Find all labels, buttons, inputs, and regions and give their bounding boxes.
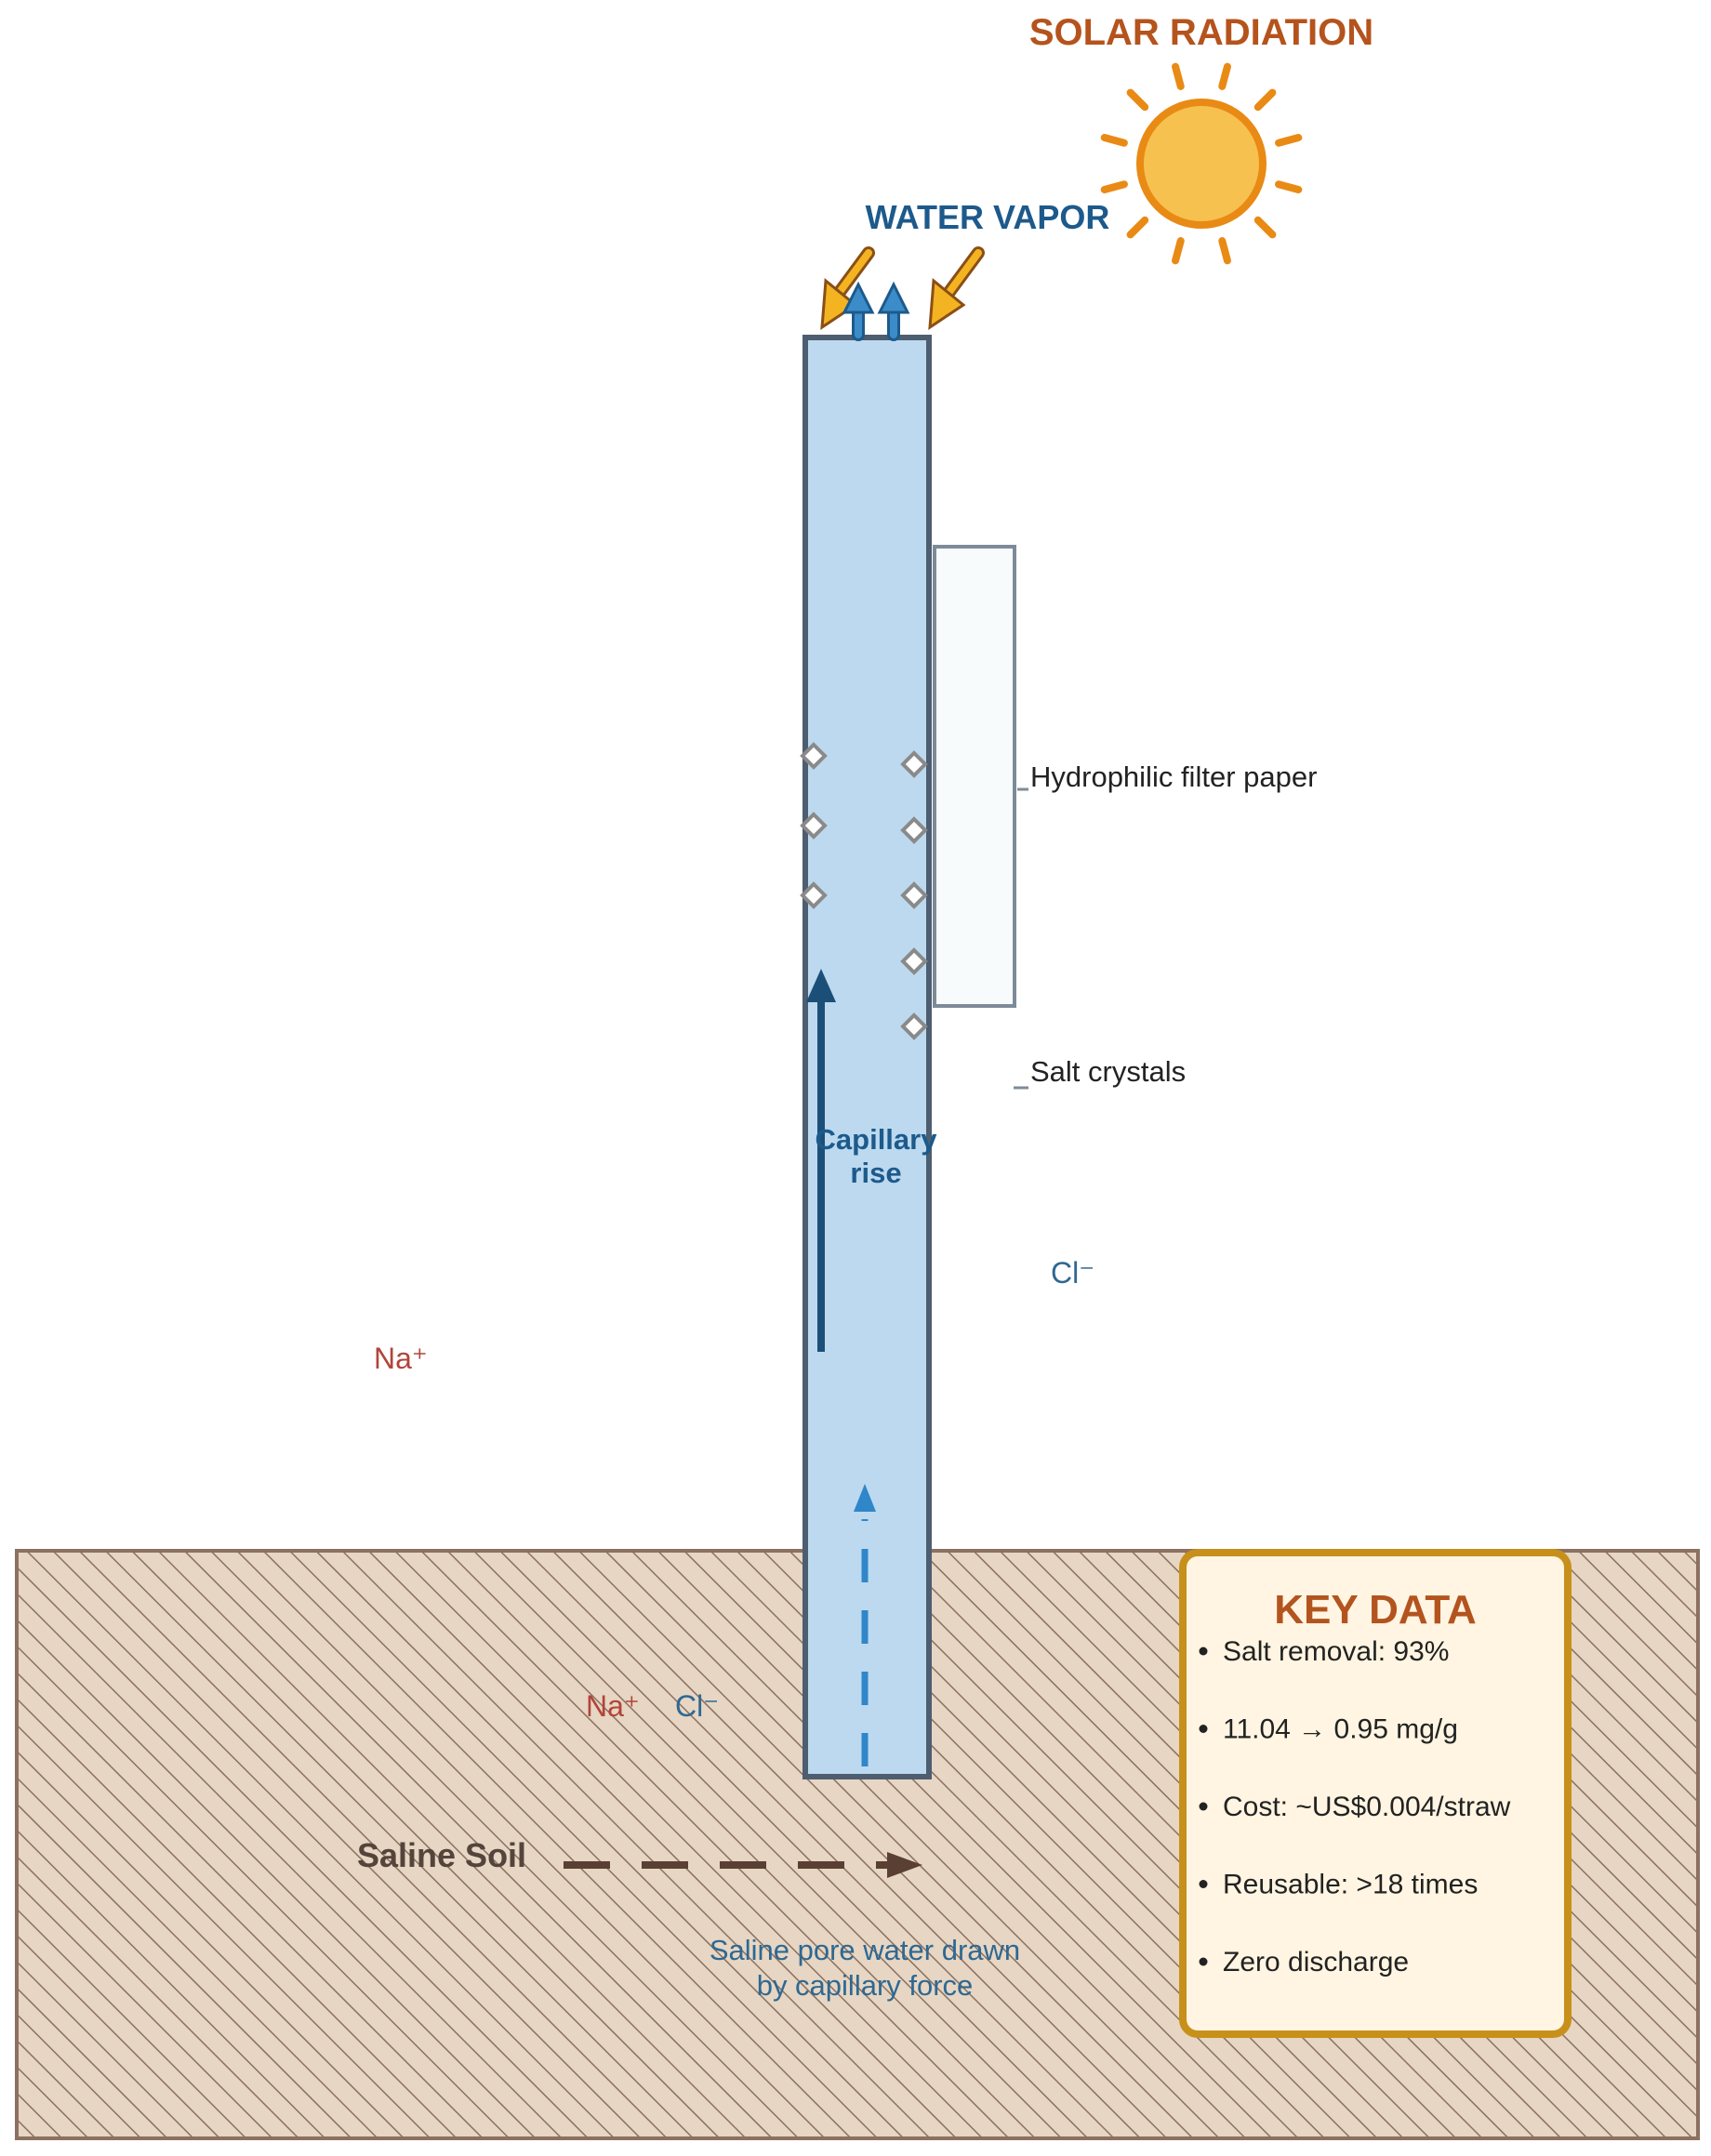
sun-ray [1253,216,1277,239]
diamond-icon [900,1012,928,1040]
sun-ray [1100,134,1128,147]
hydrophilic-filter-paper [933,545,1016,1008]
sun-ray [1172,62,1185,90]
salt-crystals [800,742,928,1040]
key-data-item: Cost: ~US$0.004/straw [1223,1792,1511,1822]
sun-ray [1275,134,1303,147]
sun-ray [1100,180,1128,193]
diamond-icon [800,881,828,909]
bullet-icon [1199,1802,1208,1811]
water-vapor-label: WATER VAPOR [866,198,1110,236]
diamond-icon [900,881,928,909]
key-data-item: Reusable: >18 times [1223,1870,1478,1900]
capillary-rise-label: Capillary [816,1123,938,1156]
filter-paper-label: Hydrophilic filter paper [1030,761,1317,793]
bullet-icon [1199,1880,1208,1888]
key-data-item: Salt removal: 93% [1223,1636,1449,1667]
bullet-icon [1199,1647,1208,1656]
saline-soil-label: Saline Soil [357,1836,526,1874]
soil-flow-arrow [564,1852,922,1878]
sun-ray [1253,88,1277,112]
diamond-icon [900,947,928,975]
down-left-arrow-icon [820,246,875,330]
bullet-icon [1199,1957,1208,1966]
key-data-item: Zero discharge [1223,1947,1409,1977]
capillary-rise-label: rise [850,1157,901,1189]
salt-crystals-label: Salt crystals [1030,1055,1186,1088]
pore-water-caption: by capillary force [757,1969,974,2002]
straw-tube [802,335,932,1779]
diamond-icon [800,812,828,840]
sun-ray [1218,62,1231,90]
diamond-icon [900,750,928,778]
sun-ray [1275,180,1303,193]
solar-radiation-label: SOLAR RADIATION [1029,12,1373,53]
sun-ray [1126,216,1149,239]
sun-ray [1172,237,1185,265]
pore-water-caption: Saline pore water drawn [710,1934,1020,1966]
chloride-ion-soil-label: Cl⁻ [675,1689,719,1723]
key-data-panel: KEY DATA Salt removal: 93% 11.04 → 0.95 m… [1179,1549,1572,2038]
diamond-icon [900,816,928,844]
down-left-arrow-icon [928,246,985,330]
up-arrow-icon [877,281,910,341]
sun-ray [1218,237,1231,265]
sun-icon [1100,62,1303,265]
sodium-ion-soil-label: Na⁺ [586,1689,640,1723]
diamond-icon [800,742,828,770]
sodium-ion-label: Na⁺ [374,1342,428,1375]
pore-water-inflow-arrow [854,1484,876,1766]
capillary-rise-arrow [806,969,836,1352]
key-data-title: KEY DATA [1274,1587,1477,1633]
sun-ray [1126,88,1149,112]
chloride-ion-label: Cl⁻ [1051,1256,1094,1290]
up-arrow-icon [842,281,875,341]
bullet-icon [1199,1725,1208,1733]
key-data-item: 11.04 → 0.95 mg/g [1223,1714,1458,1745]
